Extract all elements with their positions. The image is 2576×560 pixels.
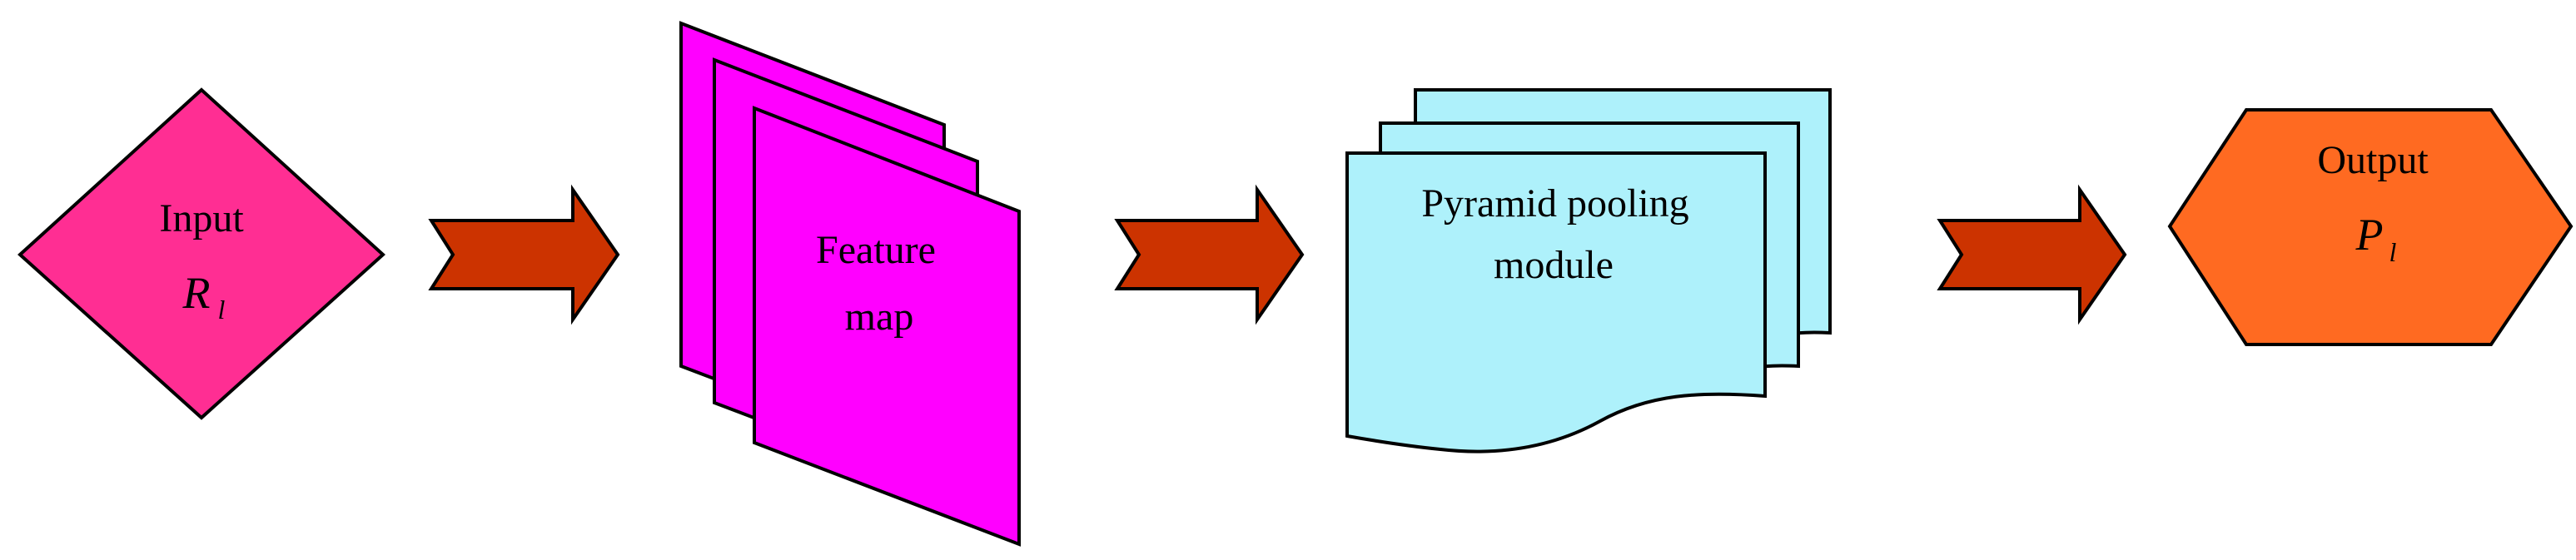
pyramid-front-document	[1345, 151, 1767, 453]
pyramid-label-line2: module	[1494, 243, 1614, 287]
feature-map-front-page	[753, 106, 1021, 547]
input-subscript: l	[218, 295, 226, 325]
output-label: Output	[2317, 138, 2429, 182]
arrow-input-to-feature	[428, 184, 620, 325]
input-label: Input	[159, 196, 244, 240]
output-node: Output P l	[2167, 108, 2574, 346]
arrow-pyramid-to-output	[1937, 184, 2127, 325]
input-node: Input R l	[17, 87, 385, 420]
output-symbol: P	[2355, 210, 2384, 260]
pyramid-label-line1: Pyramid pooling	[1421, 181, 1688, 225]
pyramid-pooling-node: Pyramid pooling module	[1345, 88, 1832, 453]
arrow-feature-to-pyramid	[1114, 184, 1305, 325]
input-diamond	[17, 87, 385, 420]
output-hexagon	[2167, 108, 2574, 346]
input-symbol: R	[182, 268, 211, 318]
feature-map-label-line2: map	[845, 295, 914, 339]
feature-map-label-line1: Feature	[816, 228, 936, 272]
output-subscript: l	[2390, 237, 2397, 267]
feature-map-node: Feature map	[679, 21, 1021, 547]
